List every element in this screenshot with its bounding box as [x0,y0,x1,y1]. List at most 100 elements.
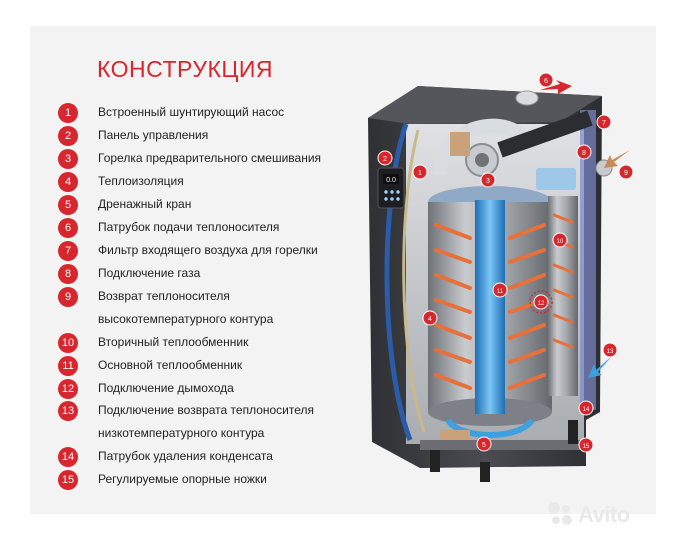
callout-13: 13 [602,342,618,358]
control-button [390,190,394,194]
callout-15: 15 [578,437,594,453]
control-panel-display [383,174,399,184]
legend-label: Регулируемые опорные ножки [98,472,267,486]
legend-label: Панель управления [98,128,209,142]
condensate-tray [445,418,535,438]
callout-10: 10 [552,232,568,248]
legend-number-badge: 10 [58,333,78,353]
legend-number-badge: 11 [58,356,78,376]
callout-2: 2 [377,150,393,166]
svg-text:3: 3 [486,178,490,185]
svg-text:7: 7 [602,120,606,127]
foot-center [480,462,490,482]
arrow-low-temp-return [588,356,612,378]
legend-label: Подключение возврата теплоносителя [98,403,315,417]
foot-left [430,450,440,472]
svg-text:11: 11 [497,289,504,295]
legend-label: Подключение газа [98,266,201,280]
callout-11: 11 [492,282,508,298]
foot-right [568,420,578,444]
insulation-blue-edge [384,123,413,441]
legend-number-badge: 3 [58,149,78,169]
svg-text:6: 6 [544,78,548,85]
legend-number-badge: 1 [58,103,78,123]
control-button [384,190,388,194]
control-button [396,190,400,194]
exchanger-coils [434,223,546,390]
svg-text:9: 9 [624,170,628,177]
svg-text:1: 1 [418,170,422,177]
callout-markers: 1 2 3 4 5 6 7 8 9 10 11 12 13 14 15 [377,72,634,453]
legend-label: Патрубок удаления конденсата [98,449,273,463]
supply-outlet [515,90,539,106]
heat-exchanger-assembly [428,186,578,440]
arrow-supply-out [540,80,572,94]
svg-text:5: 5 [482,442,486,449]
legend-label: Патрубок подачи теплоносителя [98,220,280,234]
control-panel: 0.0 [377,167,405,209]
svg-text:2: 2 [383,156,387,163]
legend-number-badge: 6 [58,218,78,238]
gas-pipe-vertical [580,110,596,410]
callout-6: 6 [538,72,554,88]
callout-4: 4 [422,310,438,326]
legend-label: Возврат теплоносителя [98,289,230,303]
legend-label: Дренажный кран [98,197,192,211]
drain-valve [440,430,470,440]
legend-label: Теплоизоляция [98,174,184,188]
svg-text:8: 8 [582,150,586,157]
legend-label: Вторичный теплообменник [98,335,249,349]
legend-number-badge: 9 [58,287,78,307]
svg-text:12: 12 [538,301,545,307]
legend-number-badge: 12 [58,379,78,399]
callout-5: 5 [476,436,492,452]
legend-label-continued: низкотемпературного контура [98,426,265,440]
callout-8: 8 [576,144,592,160]
control-panel-readout: 0.0 [386,177,396,184]
page-title: КОНСТРУКЦИЯ [97,56,274,82]
top-piping [433,90,613,190]
avito-logo-icon [548,502,572,525]
legend-label: Горелка предварительного смешивания [98,151,322,165]
callout-12: 12 [533,294,549,310]
callout-3: 3 [480,172,496,188]
legend-number-badge: 7 [58,241,78,261]
legend-number-badge: 8 [58,264,78,284]
legend-number-badge: 13 [58,401,78,421]
svg-text:10: 10 [557,239,564,245]
callout-9: 9 [618,164,634,180]
control-button [390,197,394,201]
callout-7: 7 [596,114,612,130]
burner-core [475,200,505,414]
legend-label: Основной теплообменник [98,358,243,372]
flue-connection-marker [529,290,553,314]
svg-text:13: 13 [607,349,614,355]
secondary-exchanger [548,196,578,396]
control-button [384,197,388,201]
copper-connector [450,132,470,156]
svg-text:4: 4 [428,316,432,323]
legend-label-continued: высокотемпературного контура [98,312,274,326]
legend-label: Подключение дымохода [98,381,234,395]
legend-number-badge: 4 [58,172,78,192]
callout-14: 14 [578,400,594,416]
flow-arrows [540,80,630,378]
legend-number-badge: 15 [58,470,78,490]
callout-1: 1 [412,164,428,180]
housing-top [368,86,602,124]
svg-text:15: 15 [583,444,590,450]
pump-rotor [475,153,489,167]
flue-duct [497,110,593,158]
air-filter-box [536,168,576,190]
arrow-return-in [604,150,630,168]
legend-number-badge: 14 [58,447,78,467]
svg-text:14: 14 [583,407,590,413]
legend-label: Фильтр входящего воздуха для горелки [98,243,318,257]
legend-label: Встроенный шунтирующий насос [98,105,285,119]
watermark-text: Avito [578,502,630,527]
legend-number-badge: 2 [58,126,78,146]
insulation-beige-edge [402,129,426,433]
control-button [396,197,400,201]
legend-number-badge: 5 [58,195,78,215]
